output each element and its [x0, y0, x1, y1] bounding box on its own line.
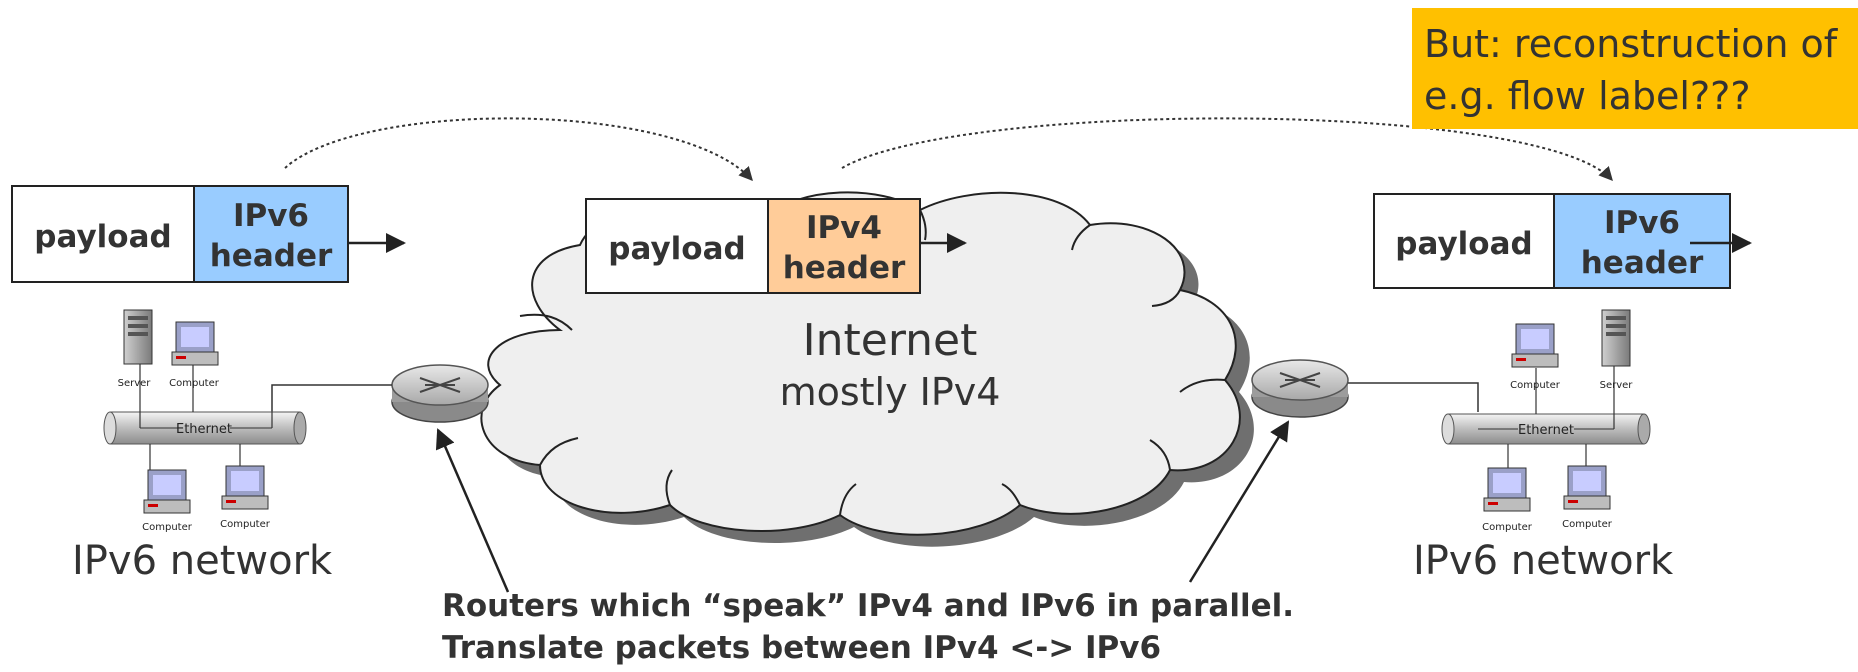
- arrow-to-right-router: [1188, 420, 1290, 583]
- router-arrows-icon: [419, 377, 461, 393]
- header-label-line2: header: [783, 250, 906, 286]
- payload-box: [11, 185, 195, 283]
- ethernet-label: Ethernet: [1518, 423, 1574, 438]
- payload-label: payload: [608, 231, 745, 267]
- network-label: IPv6 network: [1413, 538, 1674, 584]
- flow-label-note: But: reconstruction of e.g. flow label??…: [1412, 8, 1858, 129]
- router-right: [1251, 359, 1349, 418]
- server-icon: Server: [1600, 309, 1634, 391]
- router-pointer-arrows: [435, 420, 1290, 593]
- computer-label: Computer: [1510, 380, 1561, 391]
- computer-icon: Computer: [1562, 465, 1613, 530]
- packet-right: payload IPv6 header: [1373, 193, 1752, 289]
- computer-label: Computer: [1562, 519, 1613, 530]
- cloud-subtitle: mostly IPv4: [780, 370, 1001, 414]
- ipv6-header-box: [193, 185, 349, 283]
- ipv6-network-right: Ethernet Computer Server Compu: [1348, 309, 1674, 584]
- translation-arcs: [284, 117, 1613, 182]
- computer-icon: Computer: [1482, 467, 1533, 533]
- server-icon: Server: [118, 309, 153, 389]
- router-arrows-icon: [1279, 372, 1321, 388]
- packet-left: payload IPv6 header: [11, 185, 406, 283]
- payload-box: [1373, 193, 1555, 289]
- header-label-line1: IPv6: [233, 198, 309, 234]
- caption-line-2: Translate packets between IPv4 <-> IPv6: [442, 630, 1162, 666]
- ethernet-bus: Ethernet: [103, 411, 307, 445]
- router-left: [391, 364, 489, 423]
- header-label-line1: IPv6: [1604, 205, 1680, 241]
- cloud-title: Internet: [803, 315, 978, 366]
- header-label-line2: header: [1581, 245, 1704, 281]
- header-label-line1: IPv4: [806, 210, 882, 246]
- arrow-to-left-router: [435, 428, 510, 593]
- payload-box: [585, 198, 769, 294]
- server-label: Server: [1600, 380, 1634, 391]
- router-caption: Routers which “speak” IPv4 and IPv6 in p…: [442, 585, 1294, 669]
- payload-label: payload: [1395, 226, 1532, 262]
- ipv6-header-box: [1553, 193, 1731, 289]
- computer-label: Computer: [142, 522, 193, 533]
- caption-line-1: Routers which “speak” IPv4 and IPv6 in p…: [442, 588, 1295, 624]
- ethernet-label: Ethernet: [176, 422, 232, 437]
- computer-icon: Computer: [142, 469, 193, 533]
- ethernet-bus: Ethernet: [1441, 413, 1651, 445]
- computer-label: Computer: [1482, 522, 1533, 533]
- computer-label: Computer: [220, 519, 271, 530]
- note-line-1: But: reconstruction of: [1424, 22, 1838, 66]
- network-label: IPv6 network: [72, 538, 333, 584]
- computer-icon: Computer: [169, 321, 220, 389]
- packet-middle: payload IPv4 header: [585, 198, 967, 294]
- computer-icon: Computer: [1510, 323, 1561, 391]
- note-line-2: e.g. flow label???: [1424, 74, 1751, 118]
- payload-label: payload: [34, 219, 171, 255]
- ipv4-header-box: [767, 198, 921, 294]
- arc-left-to-middle: [284, 117, 753, 182]
- ipv6-network-left: Ethernet Server Computer: [72, 309, 392, 584]
- computer-icon: Computer: [220, 465, 271, 530]
- server-label: Server: [118, 378, 152, 389]
- computer-label: Computer: [169, 378, 220, 389]
- header-label-line2: header: [210, 238, 333, 274]
